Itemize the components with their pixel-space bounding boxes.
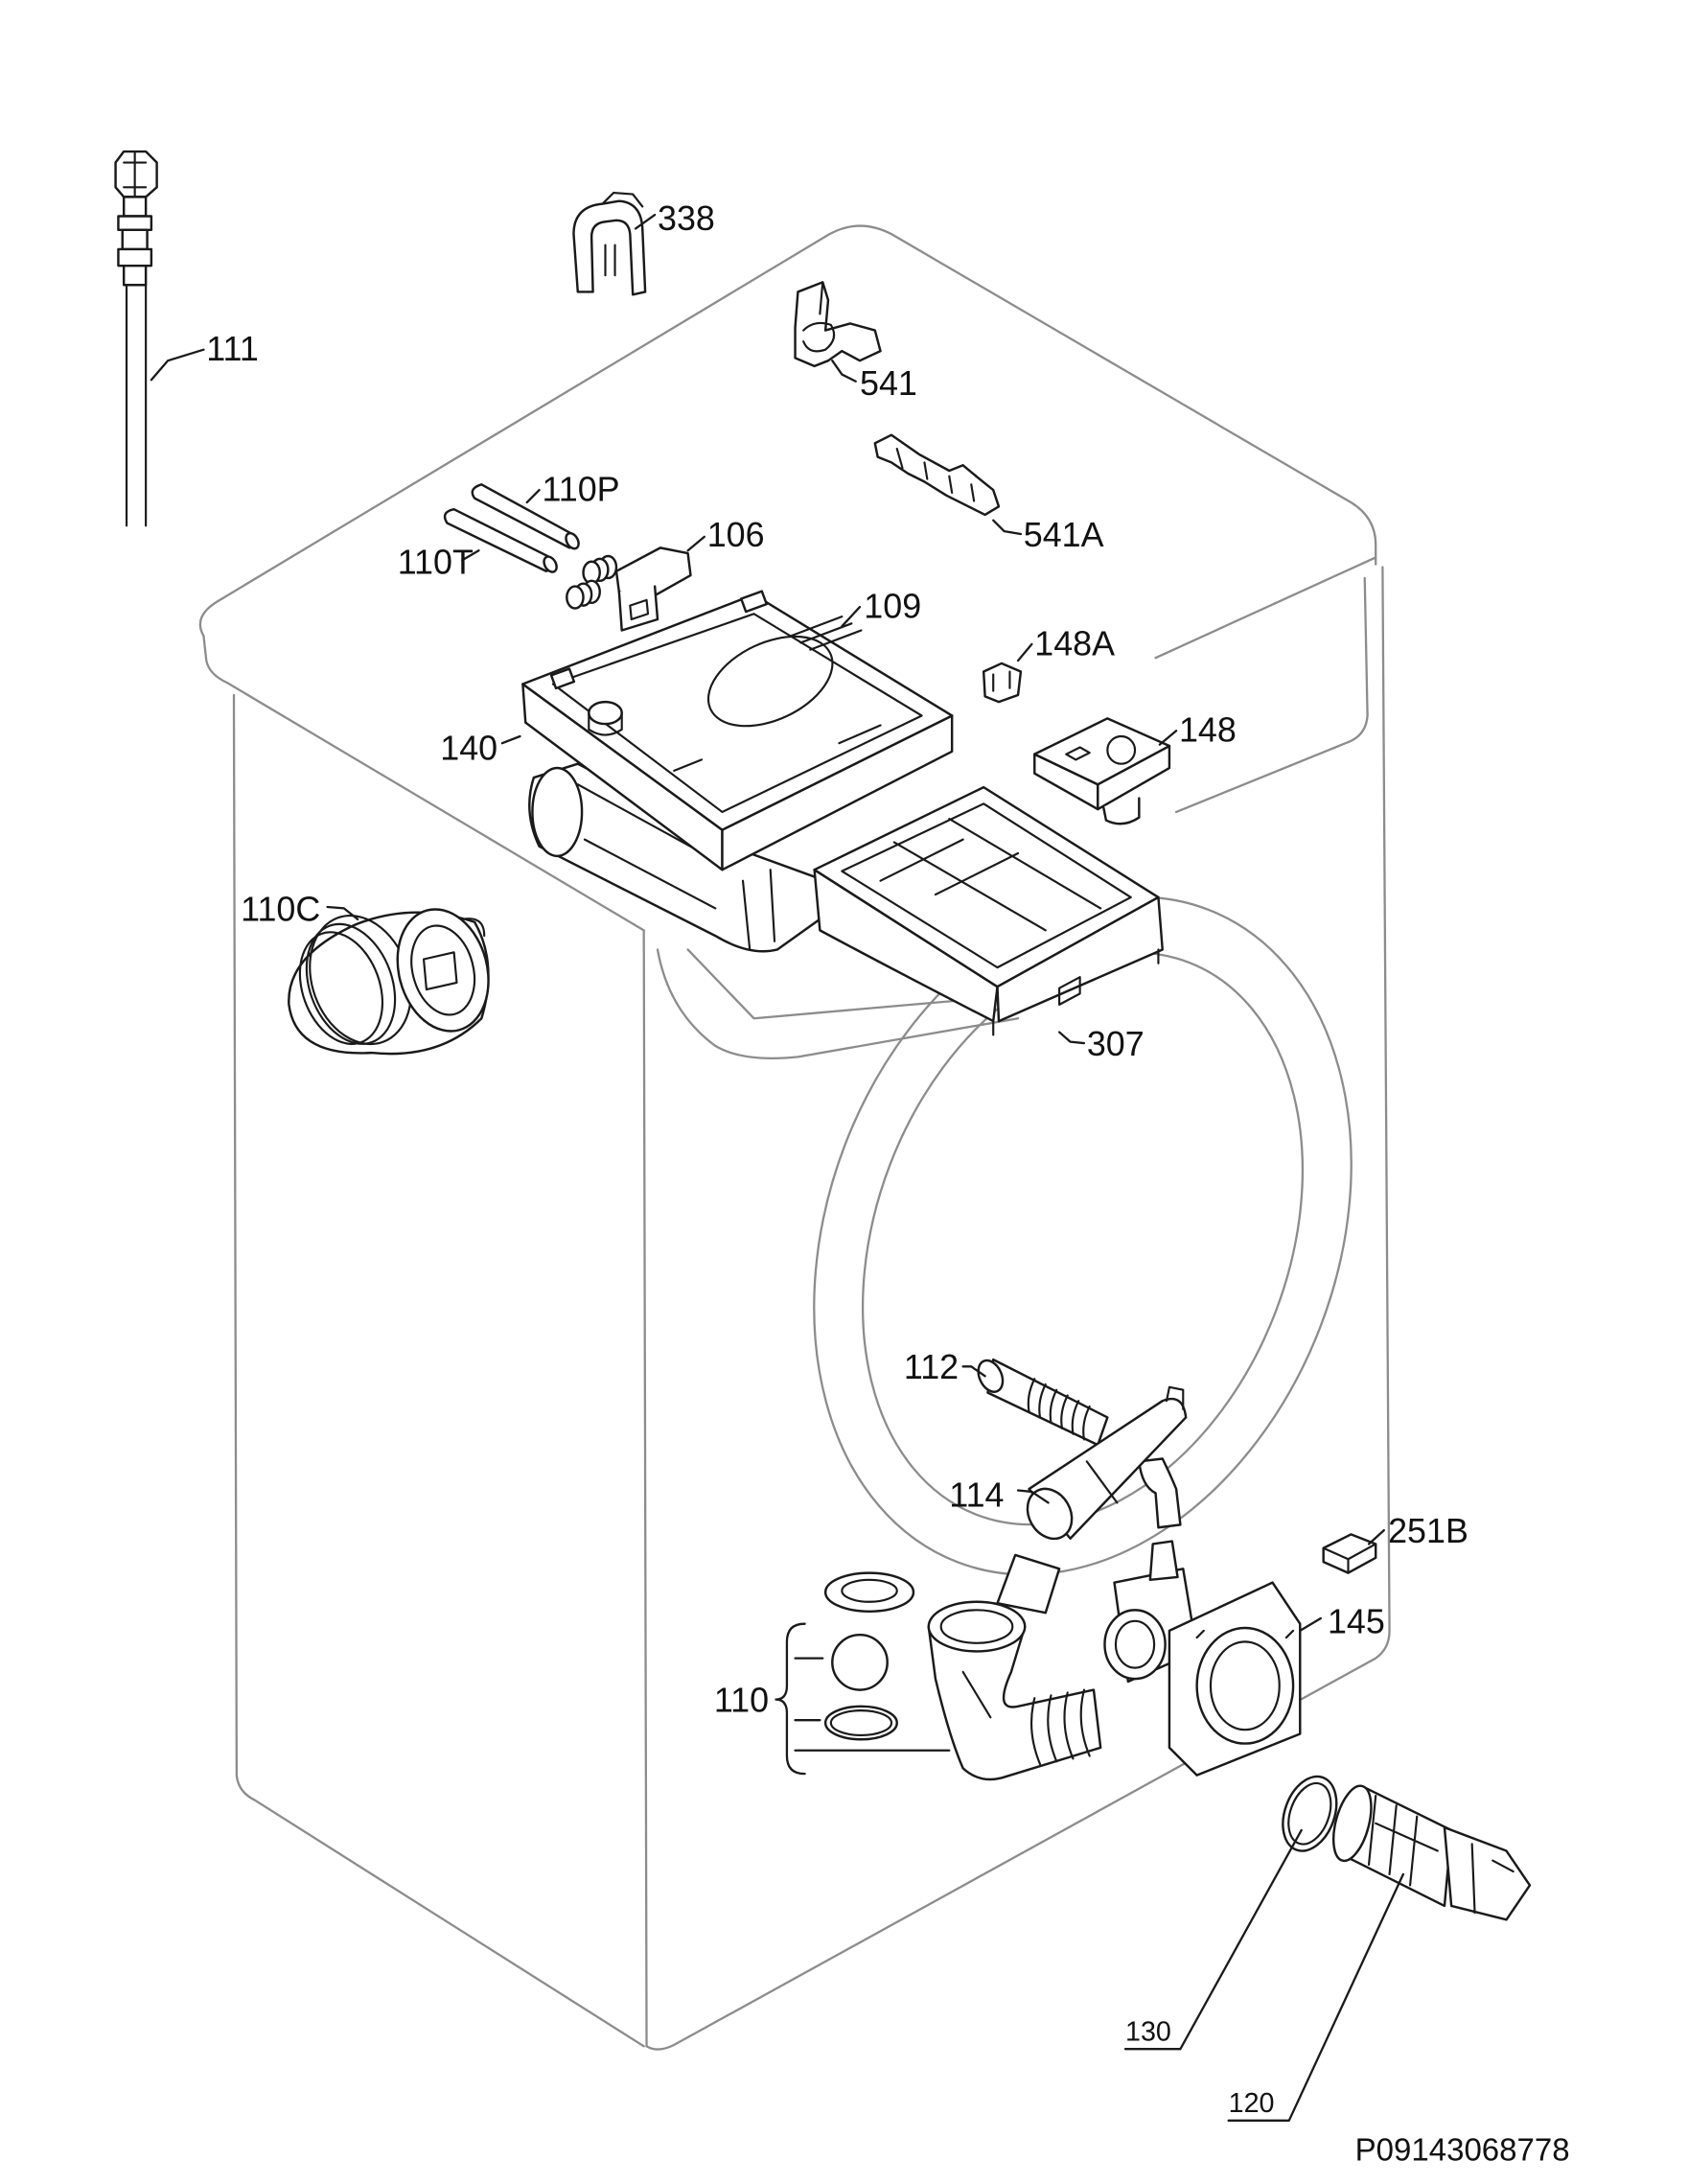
bracket — [794, 281, 882, 368]
cable-clip — [873, 433, 1001, 517]
left-side-panel — [232, 693, 645, 2048]
callout-111: 111 — [206, 330, 259, 368]
sump-seal-ring — [823, 1571, 915, 1614]
leader-541 — [831, 360, 857, 383]
hose-nut — [114, 150, 158, 198]
hose-tube — [125, 284, 148, 527]
callout-114: 114 — [949, 1476, 1004, 1515]
callout-110p: 110P — [542, 471, 619, 509]
right-top-corner — [1174, 576, 1369, 814]
small-clip — [982, 662, 1023, 704]
leader-112 — [961, 1365, 986, 1378]
callout-148: 148 — [1179, 711, 1237, 750]
leader-251b — [1367, 1528, 1385, 1545]
top-panel-outline — [198, 224, 1377, 638]
small-block — [1322, 1533, 1377, 1574]
top-panel-front-edge — [1154, 556, 1377, 660]
leader-541a — [992, 519, 1023, 536]
door-inner-ring — [861, 951, 1305, 1526]
drawer-recess — [686, 948, 992, 1020]
door-outer-ring — [813, 895, 1353, 1576]
leader-109 — [841, 605, 862, 628]
leader-110p — [525, 488, 541, 504]
detergent-drawer — [813, 785, 1164, 1036]
callout-338: 338 — [658, 199, 715, 238]
brace-110 — [775, 1622, 806, 1776]
pump-housing — [1103, 1540, 1302, 1777]
callout-109: 109 — [864, 588, 921, 626]
brace-110-ticks — [794, 1657, 951, 1752]
callout-541a: 541A — [1024, 516, 1104, 554]
leader-120 — [1227, 1872, 1405, 2122]
leader-140 — [500, 734, 521, 745]
leader-145 — [1299, 1616, 1322, 1633]
leader-lines — [150, 213, 1405, 2122]
front-left-edge — [642, 929, 648, 2048]
leader-110t — [461, 549, 480, 562]
callout-110: 110 — [714, 1682, 769, 1720]
drain-filter — [1331, 1784, 1532, 1921]
leader-111 — [150, 348, 205, 382]
leader-338 — [634, 213, 657, 230]
elbow-bellows — [288, 908, 490, 1056]
callout-112: 112 — [904, 1348, 959, 1386]
callout-307: 307 — [1087, 1025, 1145, 1063]
callout-110c: 110C — [241, 890, 320, 928]
housing-lid — [706, 635, 834, 728]
drawing-code: P09143068778 — [1355, 2131, 1570, 2167]
filter-seal-ring — [1282, 1775, 1338, 1852]
corrugated-hose — [977, 1358, 1109, 1447]
callout-140: 140 — [440, 729, 497, 767]
callout-110t: 110T — [398, 544, 474, 582]
hose-clip — [572, 192, 647, 296]
callout-106: 106 — [707, 516, 765, 554]
sump-ball — [831, 1633, 889, 1691]
callout-145: 145 — [1328, 1603, 1385, 1641]
callout-120: 120 — [1229, 2088, 1275, 2119]
control-block — [1033, 717, 1171, 825]
leader-130 — [1123, 1828, 1303, 2051]
front-bottom-edge — [645, 566, 1391, 2051]
leader-307 — [1057, 1031, 1086, 1045]
callout-251b: 251B — [1388, 1512, 1468, 1550]
leader-106 — [686, 535, 705, 552]
top-panel-lower-edge — [202, 635, 645, 932]
housing-inlet-cylinder — [531, 766, 584, 858]
machine-body-outline — [198, 224, 1391, 2051]
dispenser-housing — [521, 590, 954, 953]
inlet-valve — [566, 546, 692, 632]
tube-110p — [471, 483, 580, 550]
leader-114 — [1016, 1489, 1050, 1504]
sump-o-ring — [823, 1705, 898, 1741]
callout-labels: 338 111 541 110P 541A 106 110T 109 148A … — [206, 199, 1468, 2119]
tube-110t — [443, 507, 558, 573]
inlet-hose — [114, 150, 158, 527]
drain-pipe — [1026, 1385, 1188, 1541]
control-panel-edge — [656, 948, 1020, 1059]
callout-148a: 148A — [1034, 624, 1115, 662]
sump-assembly — [823, 1553, 1102, 1781]
leader-148a — [1016, 642, 1033, 662]
callout-541: 541 — [860, 364, 917, 403]
callout-130: 130 — [1125, 2017, 1171, 2048]
leader-110c — [326, 905, 359, 921]
housing-top-frame — [521, 592, 954, 831]
leader-148 — [1158, 730, 1178, 746]
